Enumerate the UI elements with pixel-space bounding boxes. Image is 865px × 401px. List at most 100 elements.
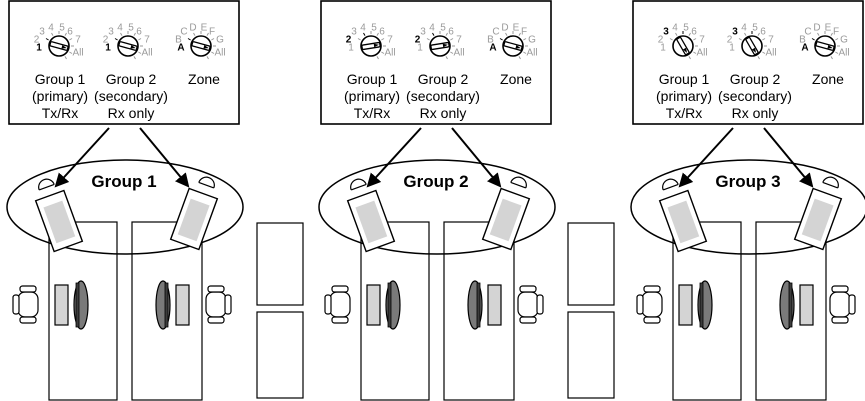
monitor-icon [779, 280, 814, 330]
dial-tick [51, 32, 54, 36]
keyboard [799, 284, 814, 326]
partition-panel [567, 222, 615, 306]
device-antenna-base [822, 181, 839, 189]
dial-tick [518, 56, 521, 60]
chair-icon [636, 285, 663, 324]
keyboard [487, 284, 502, 326]
dial-tick [445, 32, 448, 36]
dial-tick [64, 56, 67, 60]
keyboard [678, 284, 693, 326]
chair-back [536, 294, 544, 315]
group-title: Group 3 [715, 172, 780, 191]
group2-label: Rx only [108, 105, 155, 121]
dial-label: 4 [741, 23, 747, 34]
dial-tick [45, 38, 49, 41]
monitor-screen [387, 282, 392, 328]
dial-label-active: 1 [105, 43, 111, 54]
chair-arm [519, 285, 537, 293]
pointer-tip [442, 43, 448, 48]
dial-label-active: 3 [663, 27, 669, 38]
wireless-device-icon [658, 178, 708, 253]
chair-arm [643, 285, 661, 293]
wireless-device-icon [169, 176, 219, 251]
dial-label: G [528, 35, 536, 46]
device-antenna-base [510, 181, 527, 189]
dial-label: E [825, 23, 832, 34]
dial-label: 7 [768, 35, 774, 46]
chair-icon [205, 285, 232, 324]
dial-tick [206, 56, 209, 60]
dial-tick [69, 38, 73, 41]
dial-label: 5 [440, 23, 446, 34]
group1-label: Group 1 [347, 71, 398, 87]
dial-tick [138, 38, 142, 41]
group2-label: Group 2 [106, 71, 157, 87]
dial-label: B [175, 35, 182, 46]
chair-arm [519, 316, 537, 324]
monitor-screen [476, 282, 481, 328]
dial-label: 7 [144, 35, 150, 46]
dial-pointer [361, 41, 381, 51]
dial-tick [69, 51, 73, 54]
keyboard [54, 284, 69, 326]
chair-arm [331, 285, 349, 293]
dial-label: 2 [34, 35, 40, 46]
dial-tick [445, 56, 448, 60]
dial-label: 3 [39, 27, 45, 38]
chair-arm [643, 316, 661, 324]
dial-label: All [141, 48, 152, 59]
dial-tick [206, 32, 209, 36]
dial-tick [381, 51, 385, 54]
dial-tick [450, 51, 454, 54]
dial-label: 5 [59, 23, 65, 34]
partition-panel [256, 311, 304, 399]
dial-pointer [191, 41, 211, 51]
pointer-tip [373, 43, 379, 48]
dial-tick [669, 38, 673, 41]
dial-tick [381, 38, 385, 41]
arrow-to-device-left [678, 127, 734, 188]
group2-label: Rx only [420, 105, 467, 121]
dial-label-active: 2 [346, 35, 352, 46]
chair-seat [829, 291, 851, 318]
dial-pointer [118, 41, 138, 51]
dial-label-active: A [177, 43, 184, 54]
dial-tick [426, 38, 430, 41]
dial-tick [450, 38, 454, 41]
device-screen [355, 200, 388, 244]
device-screen [177, 198, 210, 242]
dial-pointer [49, 41, 69, 51]
dial-tick [811, 38, 815, 41]
dial-tick [738, 38, 742, 41]
dial-label-active: A [801, 43, 808, 54]
dial-label: 1 [660, 43, 666, 54]
wireless-device-icon [346, 178, 396, 253]
partition-panel [567, 311, 615, 399]
dial-label: C [180, 27, 187, 38]
device-screen [489, 198, 522, 242]
group1-label: (primary) [656, 88, 712, 104]
dial-tick [376, 56, 379, 60]
switch-box [8, 0, 240, 125]
device-antenna [510, 176, 527, 189]
chair-icon [324, 285, 351, 324]
dial-tick [133, 56, 136, 60]
arrow-to-device-left [54, 127, 110, 188]
dial-label: 5 [683, 23, 689, 34]
dial-tick [64, 32, 67, 36]
dial-label: 1 [348, 43, 354, 54]
dial-label: 4 [672, 23, 678, 34]
pointer-tip [61, 45, 67, 49]
dial-tick [835, 38, 839, 41]
chair-back [848, 294, 856, 315]
device-antenna-base [350, 183, 367, 191]
dial-tick [757, 32, 760, 36]
monitor-screen [75, 282, 80, 328]
